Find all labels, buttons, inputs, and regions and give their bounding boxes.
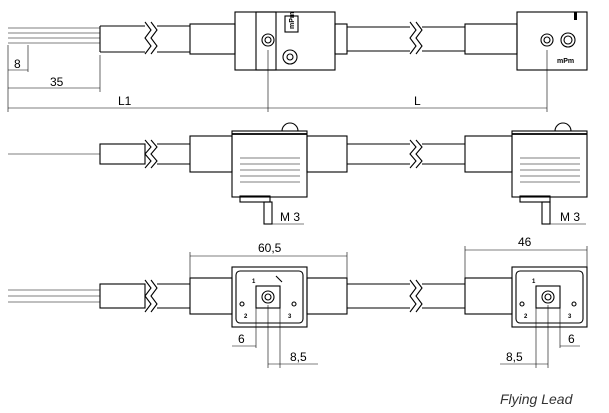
dim-8: 8 xyxy=(14,57,21,71)
pin-1-right: 1 xyxy=(532,279,536,285)
width-46: 46 xyxy=(518,235,532,249)
connector-left-side xyxy=(189,122,348,225)
dim-l: L xyxy=(414,94,421,108)
flying-wires-front xyxy=(8,289,100,303)
connector-left-top: mPm xyxy=(189,11,348,71)
thread-dimensions: M 3 M 3 xyxy=(264,210,586,225)
pin-3-left: 3 xyxy=(288,314,292,320)
brand-label-right: mPm xyxy=(557,58,574,65)
caption: Flying Lead xyxy=(500,391,574,407)
dim-8-5-left: 8,5 xyxy=(290,350,307,364)
width-60-5: 60,5 xyxy=(258,241,282,255)
connector-right-side xyxy=(464,122,588,225)
pin-1-left: 1 xyxy=(252,279,256,285)
cable-left-side xyxy=(99,139,190,169)
dim-l1: L1 xyxy=(118,94,132,108)
thread-m3-left: M 3 xyxy=(280,210,300,224)
pin-2-left: 2 xyxy=(244,314,248,320)
pin-3-right: 3 xyxy=(568,314,572,320)
side-view: M 3 M 3 xyxy=(8,122,588,225)
front-dimensions: 60,5 46 6 8,5 6 8,5 xyxy=(189,235,588,368)
dim-8-5-right: 8,5 xyxy=(506,350,523,364)
flying-wires-top xyxy=(8,27,100,44)
cable-left-front xyxy=(99,279,190,313)
connector-right-top: mPm xyxy=(464,11,588,71)
brand-label-left: mPm xyxy=(289,12,296,29)
cable-left-top xyxy=(99,21,190,55)
dim-6-left: 6 xyxy=(238,332,245,346)
thread-m3-right: M 3 xyxy=(560,210,580,224)
cable-mid-top xyxy=(347,21,465,55)
top-dimensions: 8 35 L1 L xyxy=(7,45,548,112)
connector-right-front: 1 2 3 xyxy=(464,266,588,328)
dim-35: 35 xyxy=(50,75,64,89)
connector-left-front: 1 2 3 xyxy=(189,266,348,328)
pin-2-right: 2 xyxy=(524,314,528,320)
top-view: mPm mPm 8 xyxy=(7,11,588,112)
cable-mid-side xyxy=(347,139,465,169)
front-view: 1 2 3 1 2 3 xyxy=(8,235,588,368)
dim-6-right: 6 xyxy=(568,332,575,346)
cable-mid-front xyxy=(347,279,465,313)
